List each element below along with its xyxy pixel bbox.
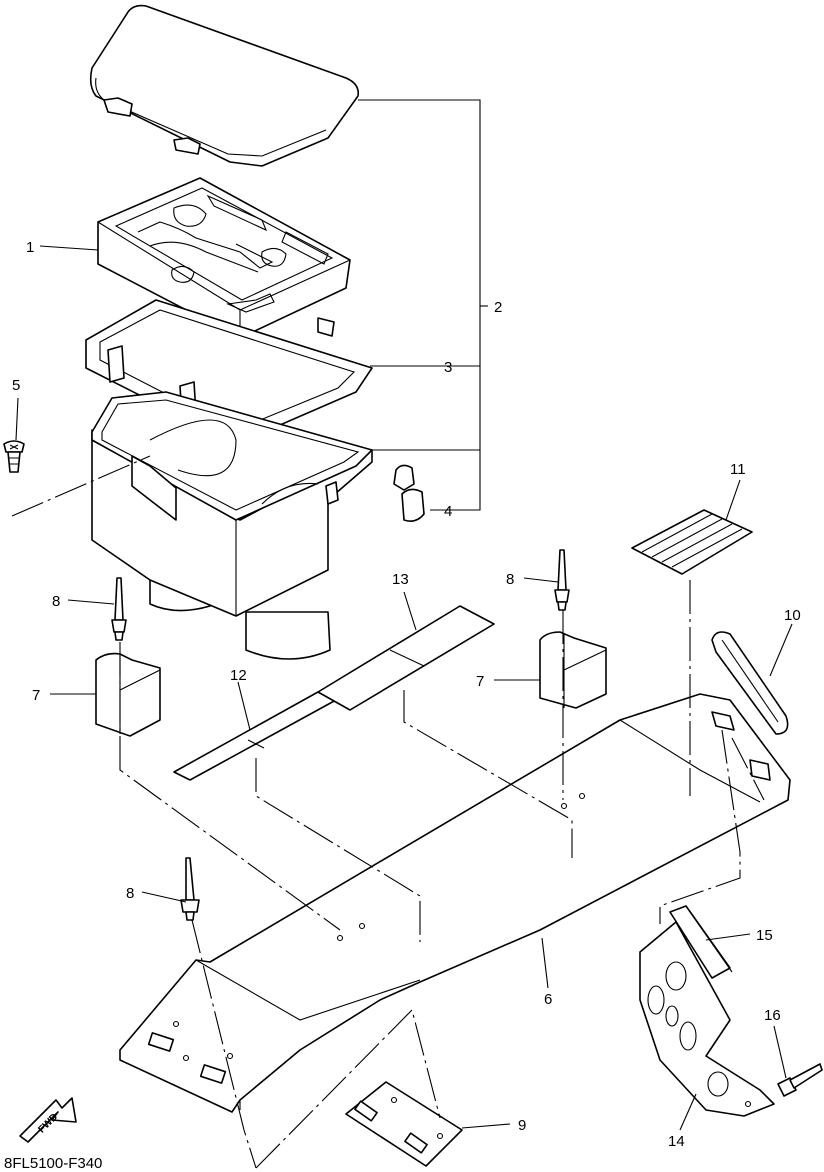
- rivet-16: [777, 1063, 823, 1097]
- clip: [393, 464, 425, 522]
- callout-2: 2: [494, 299, 502, 316]
- forward-arrow-icon: FWD: [19, 1097, 77, 1143]
- callout-11: 11: [730, 461, 746, 478]
- seal-strip: [711, 631, 789, 735]
- callout-4: 4: [444, 503, 452, 520]
- callout-3: 3: [444, 359, 452, 376]
- assembly-lines: [11, 455, 765, 1169]
- leader-lines: [15, 99, 793, 1131]
- callout-5: 5: [12, 377, 20, 394]
- callout-14: 14: [668, 1133, 685, 1150]
- label-strip-12: [173, 691, 337, 781]
- callout-8-bottom: 8: [126, 885, 134, 902]
- rubber-mat: [631, 509, 753, 575]
- callout-labels: 1 2 3 4 5 6 7 7 8 8 8 9 10 11 12 13 14 1…: [12, 239, 801, 1150]
- callout-8-left: 8: [52, 593, 60, 610]
- callout-16: 16: [764, 1007, 781, 1024]
- callout-6: 6: [544, 991, 552, 1008]
- callout-7-right: 7: [476, 673, 484, 690]
- rivet: [554, 549, 570, 611]
- callout-9: 9: [518, 1117, 526, 1134]
- callout-8-right: 8: [506, 571, 514, 588]
- base-panel: [119, 693, 791, 1113]
- pad: [669, 905, 733, 979]
- callout-1: 1: [26, 239, 34, 256]
- small-plate: [345, 1081, 463, 1167]
- callout-10: 10: [784, 607, 801, 624]
- storage-box: [91, 391, 373, 660]
- callout-13: 13: [392, 571, 409, 588]
- drawing-code: 8FL5100-F340: [4, 1155, 102, 1172]
- screw: [3, 440, 25, 473]
- rivet: [180, 857, 200, 921]
- tool-tray: [97, 177, 351, 339]
- bracket-right: [539, 631, 607, 709]
- callout-12: 12: [230, 667, 247, 684]
- callout-15: 15: [756, 927, 773, 944]
- storage-lid: [89, 4, 360, 167]
- side-guard: [639, 921, 775, 1117]
- callout-7-left: 7: [32, 687, 40, 704]
- bracket-left: [95, 652, 161, 737]
- rivet: [111, 577, 127, 641]
- label-strip-13: [317, 605, 495, 711]
